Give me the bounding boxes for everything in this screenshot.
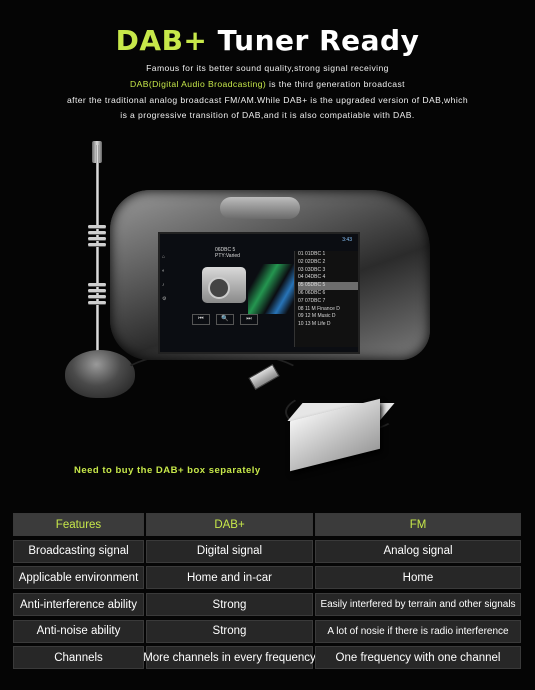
fm-cell: Analog signal <box>315 539 521 563</box>
title-rest: Tuner Ready <box>207 24 420 57</box>
header-dab: DAB+ <box>146 513 313 536</box>
channel-list: 01 01DBC 1 02 02DBC 2 03 03DBC 3 04 04DB… <box>294 251 358 347</box>
station-pty: PTY:Varied <box>215 253 240 259</box>
feature-cell: Applicable environment <box>13 566 144 590</box>
screen-sidebar-icons: ⌂◐♪⚙ <box>162 254 167 302</box>
playback-controls: ⏮ 🔍 ⏭ <box>192 314 264 325</box>
dab-cell: Strong <box>146 593 313 617</box>
feature-cell: Channels <box>13 646 144 670</box>
feature-cell: Anti-interference ability <box>13 593 144 617</box>
channel-item[interactable]: 04 04DBC 4 <box>298 274 326 281</box>
radio-icon <box>202 267 246 303</box>
status-time: 3:43 <box>342 237 352 243</box>
signal-wave-graphic <box>248 264 294 314</box>
channel-item[interactable]: 01 01DBC 1 <box>298 251 326 257</box>
channel-item-selected[interactable]: 05 05DBC 5 <box>298 282 358 290</box>
table-row: Anti-interference ability Strong Easily … <box>13 593 521 617</box>
header-fm: FM <box>315 513 521 536</box>
fm-cell: One frequency with one channel <box>315 646 521 670</box>
status-bar: 3:43 <box>164 237 354 245</box>
channel-item[interactable]: 07 07DBC 7 <box>298 297 326 304</box>
dab-cell: More channels in every frequency <box>143 646 316 670</box>
separate-box-note: Need to buy the DAB+ box separately <box>74 465 261 476</box>
table-row: Applicable environment Home and in-car H… <box>13 566 521 590</box>
channel-item[interactable]: 10 13 M Life D <box>298 321 331 328</box>
feature-cell: Broadcasting signal <box>13 539 144 563</box>
feature-cell: Anti-noise ability <box>13 619 144 643</box>
title-accent: DAB+ <box>115 24 208 57</box>
header-features: Features <box>13 513 144 536</box>
antenna-coil <box>88 289 106 292</box>
channel-item[interactable]: 06 06DBC 6 <box>298 289 326 296</box>
table-row: Channels More channels in every frequenc… <box>13 646 521 670</box>
fm-cell: Easily interfered by terrain and other s… <box>315 593 521 617</box>
antenna-coil <box>88 231 106 234</box>
antenna-coil <box>88 225 106 228</box>
antenna-coil <box>88 243 106 246</box>
antenna-rod <box>96 145 99 355</box>
table-row: Broadcasting signal Digital signal Analo… <box>13 539 521 563</box>
description-line-1: Famous for its better sound quality,stro… <box>146 63 389 73</box>
channel-item[interactable]: 02 02DBC 2 <box>298 258 326 265</box>
antenna-coil <box>88 283 106 286</box>
current-station: 06DBC 5 PTY:Varied <box>215 247 240 259</box>
dab-cell: Digital signal <box>146 539 313 563</box>
channel-item[interactable]: 09 12 M Music D <box>298 313 336 320</box>
antenna-coil <box>88 301 106 304</box>
head-unit-screen: 3:43 ⌂◐♪⚙ 06DBC 5 PTY:Varied ⏮ 🔍 ⏭ 01 01DB… <box>158 232 360 354</box>
bezel-vent <box>220 197 300 219</box>
fm-cell: A lot of nosie if there is radio interfe… <box>315 619 521 643</box>
description-line-3: after the traditional analog broadcast F… <box>66 95 469 105</box>
description-line-2-rest: is the third generation broadcast <box>268 79 405 89</box>
page-title: DAB+ Tuner Ready <box>0 24 535 57</box>
channel-item[interactable]: 03 03DBC 3 <box>298 266 326 273</box>
description-line-4: is a progressive transition of DAB,and i… <box>120 110 415 120</box>
channel-item[interactable]: 08 11 M Finance D <box>298 305 340 312</box>
prev-icon[interactable]: ⏮ <box>192 314 210 325</box>
table-row: Anti-noise ability Strong A lot of nosie… <box>13 619 521 643</box>
antenna-coil <box>88 237 106 240</box>
table-header-row: Features DAB+ FM <box>13 513 521 536</box>
fm-cell: Home <box>315 566 521 590</box>
dab-cell: Home and in-car <box>146 566 313 590</box>
product-illustration: 3:43 ⌂◐♪⚙ 06DBC 5 PTY:Varied ⏮ 🔍 ⏭ 01 01DB… <box>55 135 495 472</box>
search-icon[interactable]: 🔍 <box>216 314 234 325</box>
dab-accent-text: DAB(Digital Audio Broadcasting) <box>130 79 267 89</box>
dab-cell: Strong <box>146 619 313 643</box>
description-line-2: DAB(Digital Audio Broadcasting) is the t… <box>0 79 535 89</box>
antenna-coil <box>88 295 106 298</box>
comparison-table: Features DAB+ FM Broadcasting signal Dig… <box>13 513 521 673</box>
next-icon[interactable]: ⏭ <box>240 314 258 325</box>
station-name: 06DBC 5 <box>215 247 236 253</box>
